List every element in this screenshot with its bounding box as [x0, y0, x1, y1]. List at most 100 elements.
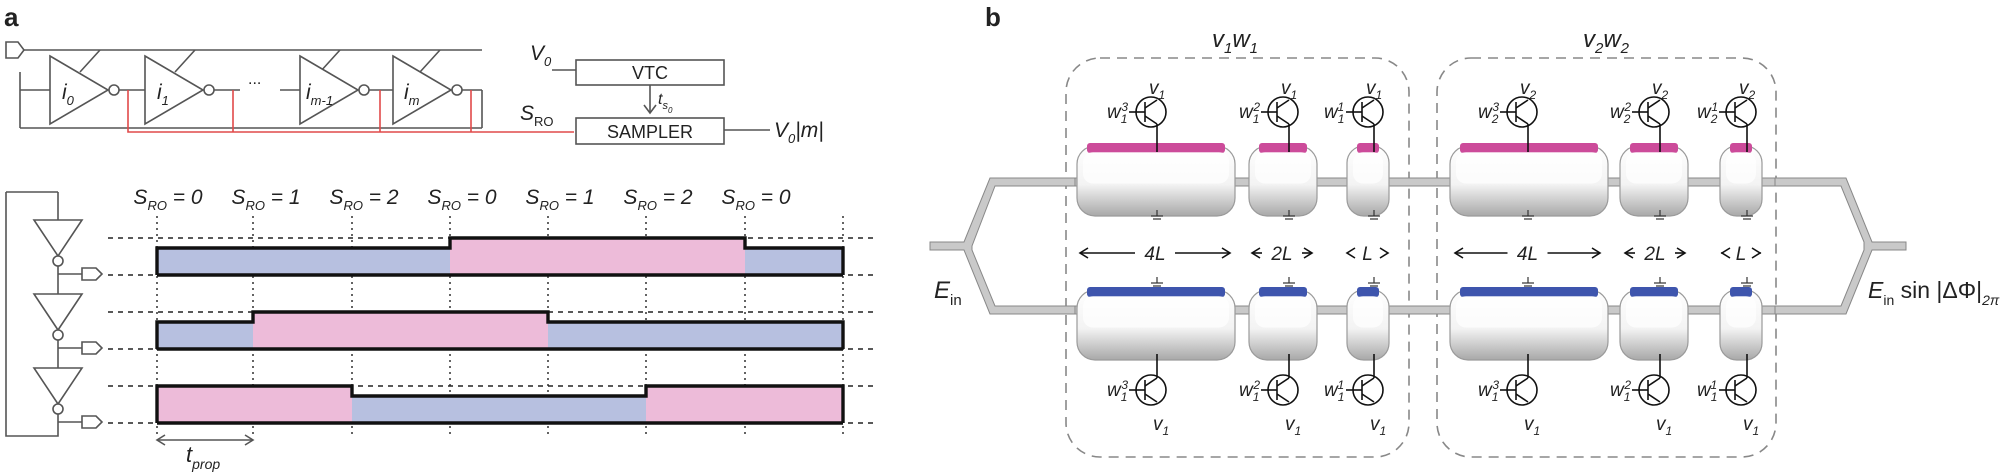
svg-text:im: im	[404, 81, 420, 108]
bottom-transistor-5: v1 w12	[1610, 277, 1672, 438]
svg-text:v1: v1	[1524, 414, 1540, 438]
svg-text:v2: v2	[1520, 78, 1537, 102]
svg-text:w23: w23	[1478, 100, 1499, 126]
segment-hi	[450, 238, 548, 275]
svg-text:V0: V0	[530, 42, 552, 69]
top-transistor-6: v2 w21	[1697, 78, 1757, 220]
length-label: 2L	[1270, 244, 1292, 265]
length-arrow-2: 2L	[1250, 244, 1314, 265]
segment-hi	[253, 312, 352, 349]
readout-chain: V0 VTC ts0 SRO SAMPLER V0|m|	[520, 42, 824, 146]
svg-text:w13: w13	[1478, 378, 1499, 404]
ring-oscillator: 0 i0 i1 im-1 im ...	[5, 41, 574, 133]
segment-lo	[548, 322, 646, 349]
group-1-title: v1w1	[1212, 26, 1258, 57]
state-label-2: SRO = 1	[231, 186, 300, 213]
svg-text:VTC: VTC	[632, 63, 668, 83]
segment-hi	[745, 386, 843, 423]
segment-lo	[157, 248, 253, 275]
svg-text:v2: v2	[1739, 78, 1756, 102]
waveform-2	[108, 310, 875, 351]
top-transistor-4: v2 w23	[1478, 78, 1538, 220]
svg-text:i0: i0	[62, 81, 75, 108]
phase-shifter	[1346, 287, 1390, 361]
inverter-i1	[144, 54, 215, 126]
bottom-transistor-4: v1 w13	[1478, 277, 1540, 438]
phase-shifter	[1449, 143, 1609, 217]
svg-text:w22: w22	[1610, 100, 1631, 126]
svg-text:w13: w13	[1107, 100, 1128, 126]
svg-text:v1: v1	[1656, 414, 1672, 438]
length-arrow-1: 4L	[1078, 244, 1232, 265]
svg-text:v1: v1	[1743, 414, 1759, 438]
phase-shifter	[1719, 287, 1763, 361]
svg-text:ts0: ts0	[658, 91, 673, 115]
svg-text:SRO: SRO	[520, 102, 554, 129]
segment-hi	[157, 386, 253, 423]
phase-shifter	[1619, 143, 1689, 217]
svg-text:v1: v1	[1149, 78, 1165, 102]
phase-shifter	[1248, 143, 1318, 217]
svg-text:w11: w11	[1324, 378, 1344, 404]
phase-shifter	[1619, 287, 1689, 361]
timing-diagram: SRO = 0 SRO = 1 SRO = 2 SRO = 0 SRO = 1 …	[108, 186, 875, 472]
svg-text:v1: v1	[1281, 78, 1297, 102]
top-transistor-1: v1 w13	[1107, 78, 1167, 220]
group-1-region	[1065, 57, 1410, 458]
segment-hi	[646, 386, 745, 423]
panel-b-label: b	[985, 2, 1001, 32]
segment-hi	[646, 238, 745, 275]
state-label-5: SRO = 1	[525, 186, 594, 213]
input-pad-icon	[5, 41, 25, 59]
svg-text:w12: w12	[1610, 378, 1631, 404]
transistor-array: v1w13v1w12v1w11v2w23v2w22v2w21v1w13v1w12…	[1107, 78, 1759, 438]
segment-lo	[745, 322, 843, 349]
group-2-region	[1436, 57, 1777, 458]
segment-hi	[548, 238, 646, 275]
svg-text:w11: w11	[1697, 378, 1717, 404]
sampler-block	[575, 117, 725, 145]
input-field-label: Ein	[934, 277, 962, 309]
segment-hi	[352, 312, 450, 349]
state-label-6: SRO = 2	[623, 186, 692, 213]
phase-shifter	[1076, 143, 1236, 217]
state-label-7: SRO = 0	[721, 186, 790, 213]
waveform-1	[108, 236, 875, 277]
segment-lo	[745, 248, 843, 275]
bottom-transistor-3: v1 w11	[1324, 277, 1386, 438]
bottom-transistor-6: v1 w11	[1697, 277, 1759, 438]
inverter-chain-vertical	[5, 191, 104, 437]
segment-lo	[352, 248, 450, 275]
segment-lo	[548, 396, 646, 423]
length-label: L	[1736, 244, 1747, 265]
mzi-waveguides	[929, 177, 1907, 315]
output-field-label: Ein sin |ΔΦ|2π	[1868, 277, 2000, 308]
svg-text:w13: w13	[1107, 378, 1128, 404]
group-2-title: v2w2	[1583, 26, 1630, 57]
length-arrow-3: L	[1345, 244, 1390, 265]
svg-text:w21: w21	[1697, 100, 1718, 126]
svg-text:w12: w12	[1239, 100, 1260, 126]
svg-text:SAMPLER: SAMPLER	[607, 122, 693, 142]
length-arrow-6: L	[1720, 244, 1762, 265]
svg-text:v2: v2	[1652, 78, 1669, 102]
vtc-block	[575, 59, 725, 86]
svg-text:i1: i1	[157, 81, 169, 108]
phase-shifter	[1346, 143, 1390, 217]
phase-shifter	[1076, 287, 1236, 361]
svg-text:v1: v1	[1370, 414, 1386, 438]
length-arrow-5: 2L	[1623, 244, 1687, 265]
segment-hi	[253, 386, 352, 423]
svg-text:v1: v1	[1366, 78, 1382, 102]
state-label-3: SRO = 2	[329, 186, 398, 213]
stage-ellipsis: ...	[248, 71, 261, 88]
state-label-1: SRO = 0	[133, 186, 202, 213]
length-label: 4L	[1144, 244, 1165, 265]
segment-lo	[157, 322, 253, 349]
phase-shifter	[1248, 287, 1318, 361]
